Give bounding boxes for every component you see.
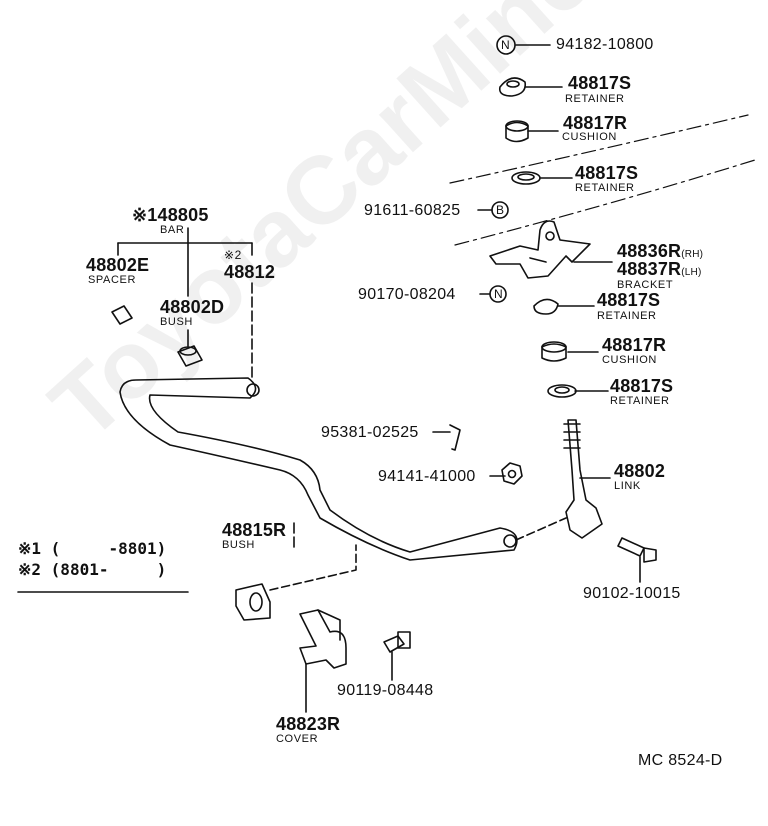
part-number-cover: 48823R xyxy=(276,714,341,734)
part-number-retainer-3: 48817S xyxy=(597,290,661,310)
note-2: ※2 (8801- ) xyxy=(18,560,167,579)
part-number-90119: 90119-08448 xyxy=(337,682,434,699)
nut-icon xyxy=(501,462,523,485)
part-number-90102: 90102-10015 xyxy=(583,585,681,602)
part-number-bracket-lh: 48837R(LH) xyxy=(617,259,702,281)
n-marker-label: N xyxy=(501,38,510,52)
link-icon xyxy=(565,419,603,539)
part-name-cover: COVER xyxy=(276,733,319,745)
bush-icon xyxy=(177,345,203,367)
bush-r-icon xyxy=(235,583,271,621)
part-name-retainer-1: RETAINER xyxy=(565,93,625,105)
part-number-48812: 48812 xyxy=(224,262,276,282)
part-name-retainer-3: RETAINER xyxy=(597,310,657,322)
part-number-cushion-2: 48817R xyxy=(602,335,667,355)
part-name-bracket: BRACKET xyxy=(617,279,674,291)
bolt-icon xyxy=(617,537,645,557)
part-number-bush-r: 48815R xyxy=(222,520,287,540)
part-number-bar: ※148805 xyxy=(132,205,209,225)
part-number-bracket-rh: 48836R(RH) xyxy=(617,241,704,263)
bracket-rh-number: 48836R xyxy=(617,241,682,261)
retainer-icon-4 xyxy=(547,384,577,398)
cushion-icon-1 xyxy=(505,121,529,143)
n-marker-icon xyxy=(496,35,516,55)
part-number-link: 48802 xyxy=(614,461,666,481)
cotter-pin-icon xyxy=(449,424,461,451)
stabilizer-bar-icon xyxy=(119,377,518,561)
part-name-bush-d: BUSH xyxy=(160,316,193,328)
part-name-link: LINK xyxy=(614,480,641,492)
part-name-bar: BAR xyxy=(160,224,185,236)
part-name-bush-r: BUSH xyxy=(222,539,255,551)
part-number-bush-d: 48802D xyxy=(160,297,225,317)
retainer-icon-3 xyxy=(533,298,559,315)
part-number-91611: 91611-60825 xyxy=(364,202,461,219)
retainer-icon-2 xyxy=(511,171,541,185)
cover-icon xyxy=(299,609,347,669)
b-marker-label: B xyxy=(496,203,505,217)
part-number-spacer: 48802E xyxy=(86,255,150,275)
spacer-icon xyxy=(111,305,133,325)
bracket-icon xyxy=(489,220,591,279)
n-marker-label-2: N xyxy=(494,287,504,301)
b-marker-icon xyxy=(491,201,509,219)
part-number-retainer-1: 48817S xyxy=(568,73,632,93)
mark-2-label: ※2 xyxy=(224,248,242,262)
cushion-icon-2 xyxy=(541,343,567,362)
part-name-cushion-2: CUSHION xyxy=(602,354,657,366)
part-name-retainer-2: RETAINER xyxy=(575,182,635,194)
part-name-retainer-4: RETAINER xyxy=(610,395,670,407)
part-name-spacer: SPACER xyxy=(88,274,137,286)
bolt-icon-2 xyxy=(383,635,405,653)
note-1: ※1 ( -8801) xyxy=(18,539,167,558)
part-number-cushion-1: 48817R xyxy=(563,113,628,133)
frame-line-upper xyxy=(449,114,749,184)
n-marker-icon-2 xyxy=(489,285,507,303)
frame-line-lower xyxy=(454,159,756,246)
bracket-lh-number: 48837R xyxy=(617,259,682,279)
part-number-retainer-4: 48817S xyxy=(610,376,674,396)
part-number-retainer-2: 48817S xyxy=(575,163,639,183)
diagram-code: MC 8524-D xyxy=(638,752,723,769)
bracket-lh-suffix: (LH) xyxy=(681,267,702,278)
part-number-90170: 90170-08204 xyxy=(358,286,456,303)
part-number-94141: 94141-41000 xyxy=(378,468,476,485)
bracket-rh-suffix: (RH) xyxy=(681,249,704,260)
retainer-icon-1 xyxy=(498,77,527,97)
part-number-94182-text: 94182-10800 xyxy=(556,36,654,53)
part-name-cushion-1: CUSHION xyxy=(562,131,617,143)
part-number-95381: 95381-02525 xyxy=(321,424,419,441)
